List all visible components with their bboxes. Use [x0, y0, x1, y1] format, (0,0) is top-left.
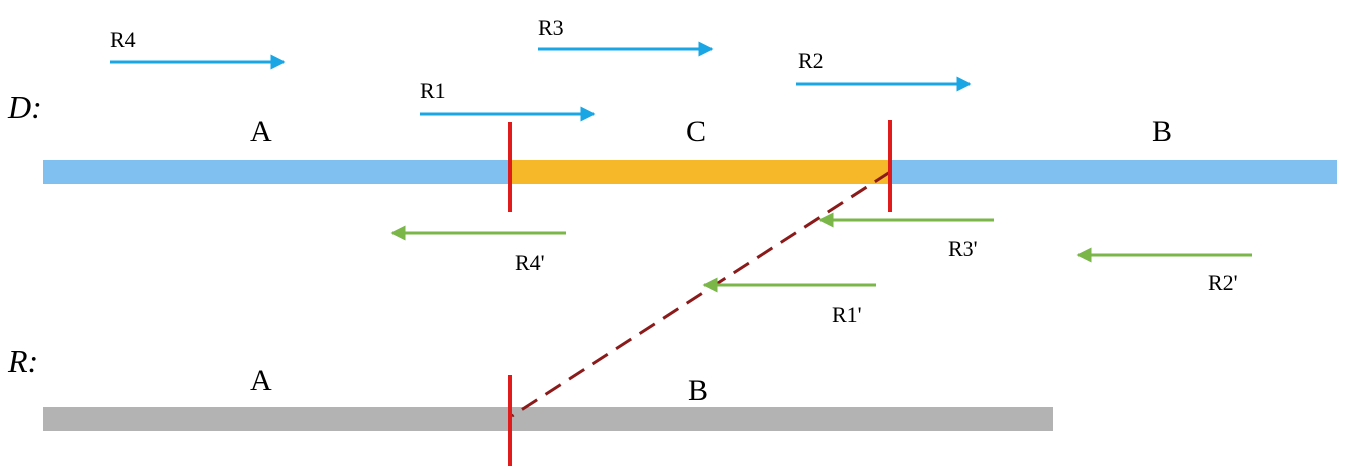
read-label-r1: R1 [420, 78, 446, 103]
read-label-r4: R4 [110, 27, 136, 52]
read-label-r2-prime: R2' [1208, 270, 1238, 295]
read-label-r4-prime: R4' [515, 250, 545, 275]
read-label-r3-prime: R3' [948, 236, 978, 261]
r-strand-bar [43, 407, 1053, 431]
junction-dashed-line [511, 170, 891, 418]
read-label-r2: R2 [798, 48, 824, 73]
c-segment-bar [510, 160, 890, 184]
segment-label-d-b: B [1152, 115, 1172, 148]
read-label-r1-prime: R1' [832, 302, 862, 327]
read-label-r3: R3 [538, 15, 564, 40]
d-strand-label: D: [7, 89, 42, 125]
segment-label-r-a: A [250, 364, 272, 397]
segment-label-d-c: C [686, 115, 706, 148]
r-strand-label: R: [7, 343, 38, 379]
segment-label-r-b: B [688, 374, 708, 407]
segment-label-d-a: A [250, 115, 272, 148]
